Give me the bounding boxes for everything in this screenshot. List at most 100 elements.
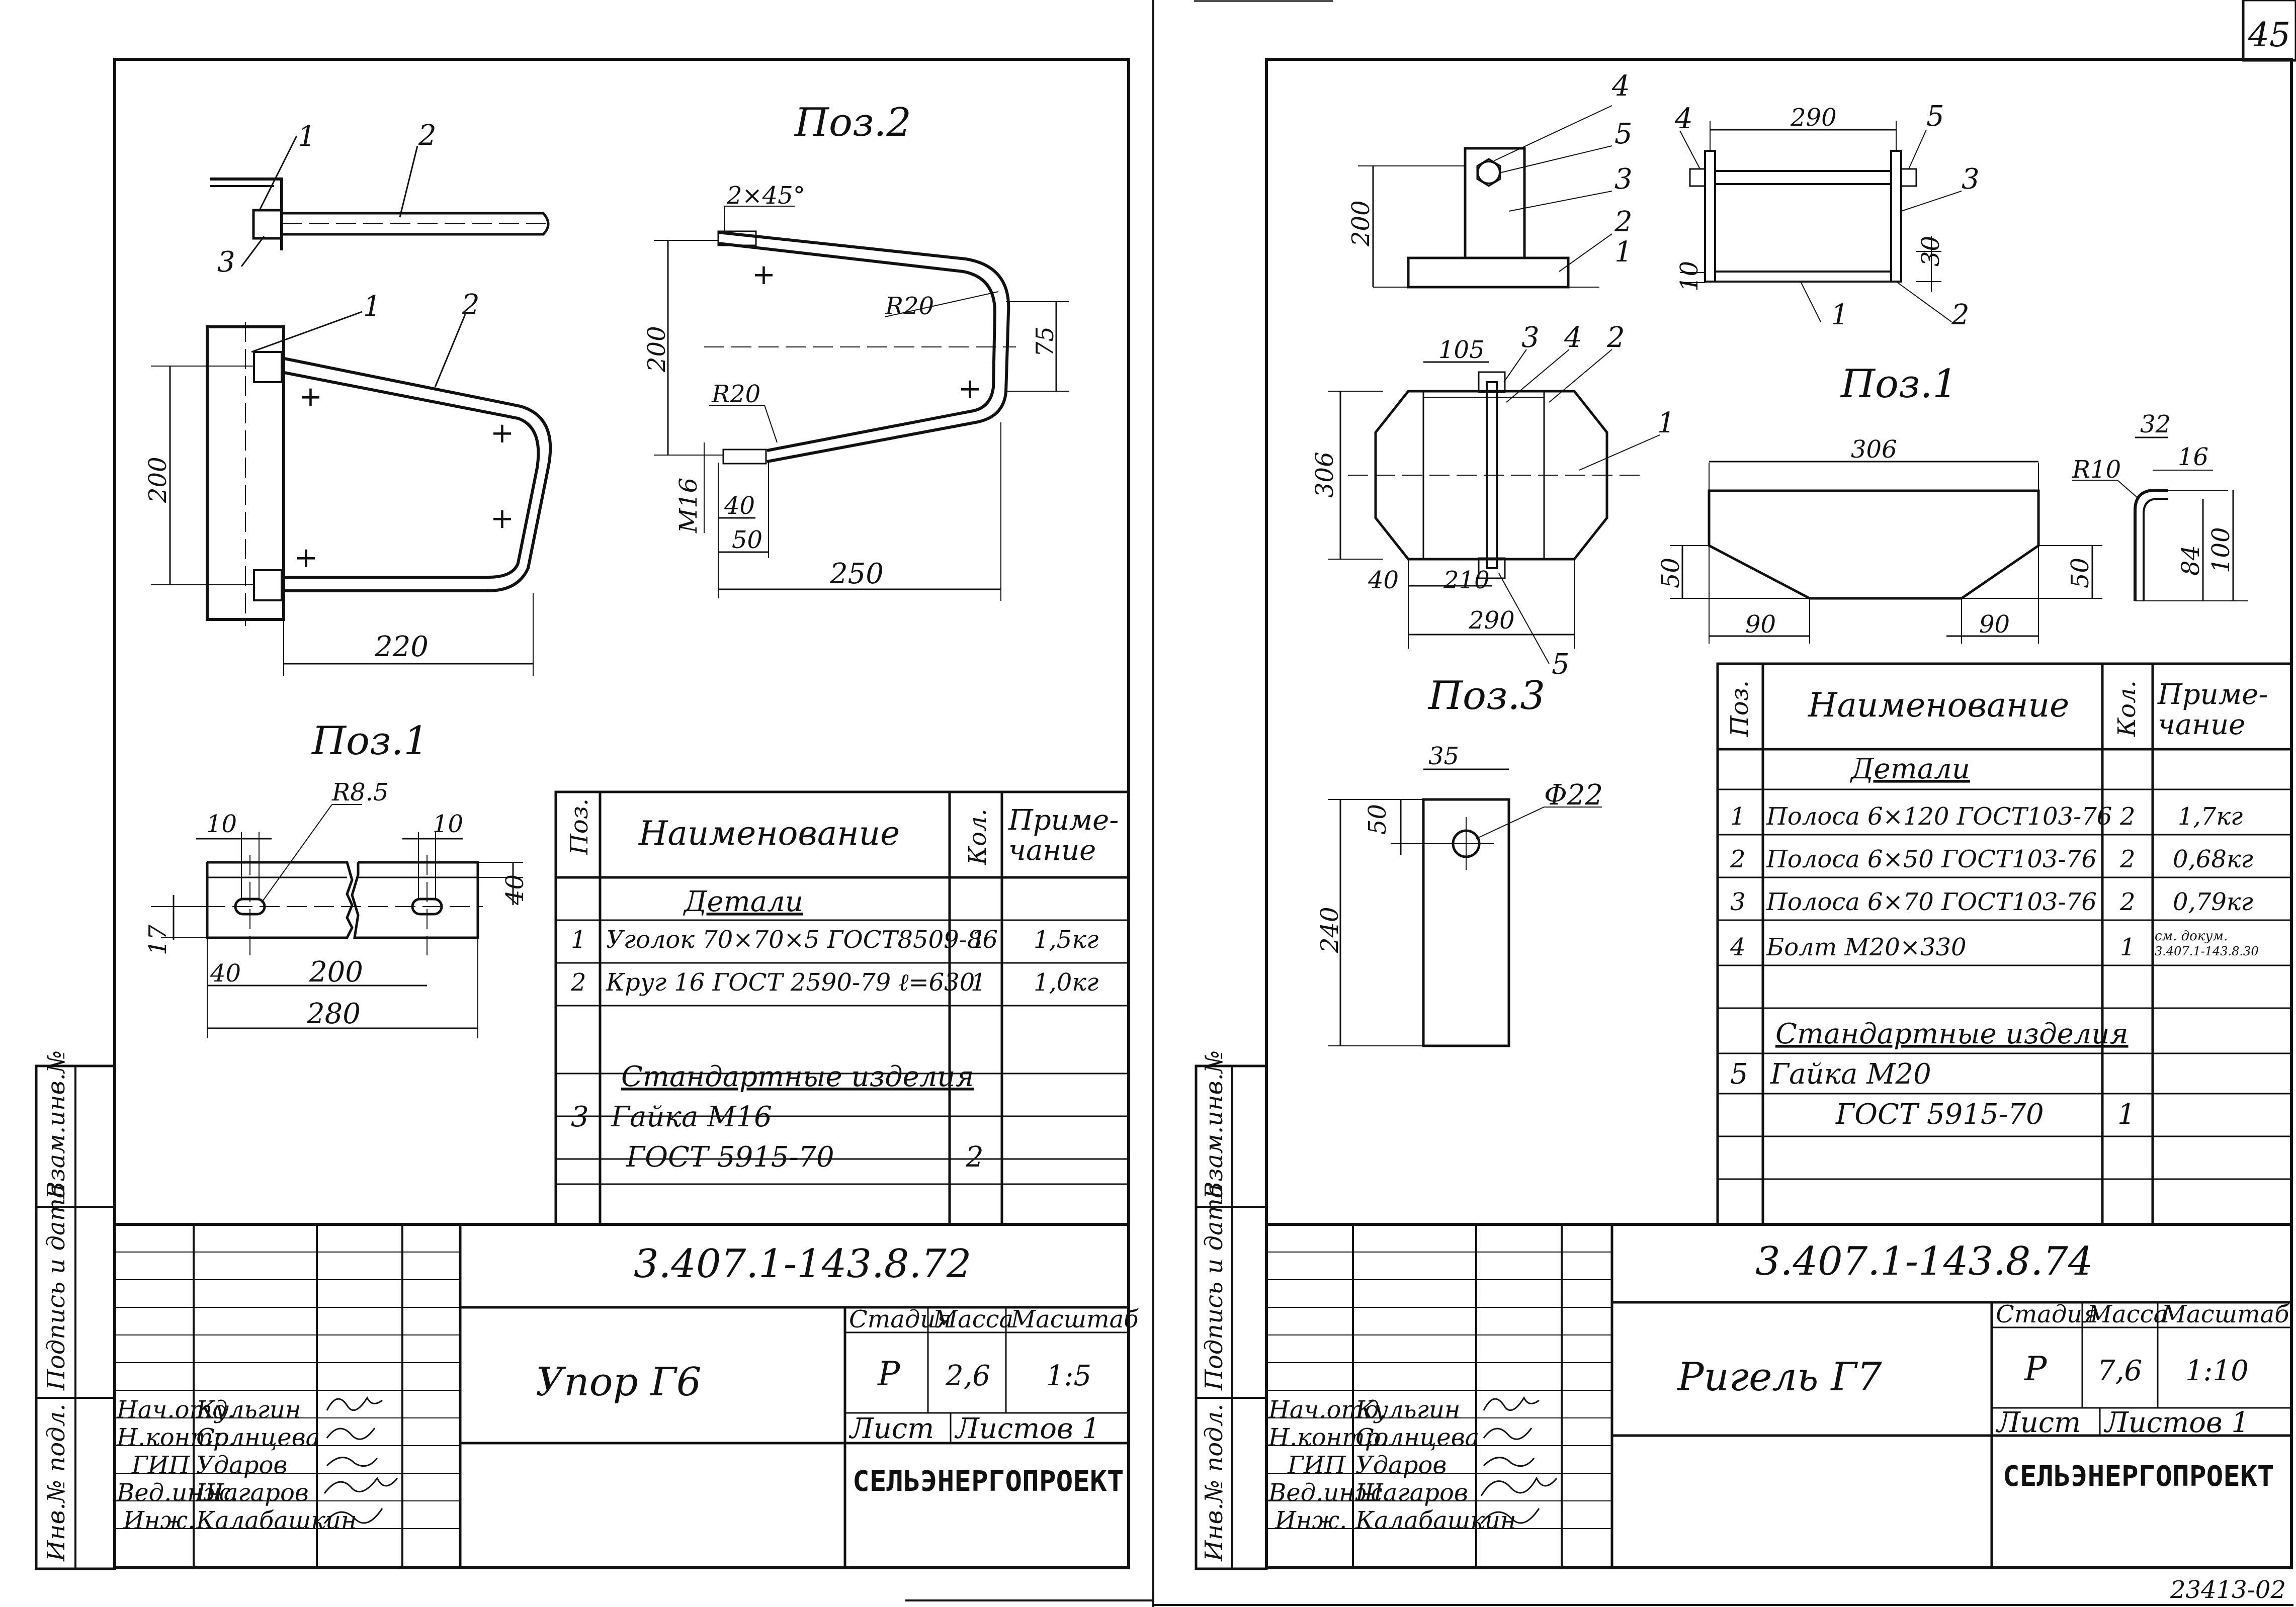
right-side-stamp: Взам.инв.№ Подпись и дата Инв.№ подл. [1195, 1050, 1268, 1570]
svg-text:Стандартные изделия: Стандартные изделия [1775, 1018, 2129, 1050]
svg-text:1: 1 [571, 926, 586, 954]
signature-2 [326, 1427, 376, 1440]
svg-text:3.407.1-143.8.30: 3.407.1-143.8.30 [2155, 944, 2259, 958]
svg-text:40: 40 [210, 959, 241, 988]
svg-text:250: 250 [829, 558, 884, 590]
svg-text:280: 280 [306, 998, 361, 1030]
svg-text:200: 200 [1347, 200, 1375, 247]
left-drawing-name: Упор Г6 [536, 1360, 702, 1405]
svg-text:40: 40 [1368, 566, 1399, 594]
svg-text:17: 17 [144, 924, 172, 955]
svg-text:Φ22: Φ22 [1544, 779, 1603, 812]
svg-text:306: 306 [1851, 435, 1897, 464]
svg-text:290: 290 [1790, 104, 1837, 132]
svg-text:50: 50 [732, 526, 762, 554]
right-title-block: 3.407.1-143.8.74 Ригель Г7 Стадия Масса … [1266, 1223, 2291, 1568]
svg-text:Р: Р [2024, 1350, 2048, 1388]
svg-text:Болт М20×330: Болт М20×330 [1766, 933, 1967, 961]
svg-text:210: 210 [1443, 566, 1490, 594]
svg-text:3: 3 [1730, 888, 1746, 916]
svg-text:240: 240 [1316, 907, 1344, 953]
svg-text:Полоса 6×120 ГОСТ103-76: Полоса 6×120 ГОСТ103-76 [1766, 802, 2112, 831]
svg-text:2: 2 [1951, 299, 1970, 331]
svg-text:Круг 16 ГОСТ 2590-79 ℓ=630: Круг 16 ГОСТ 2590-79 ℓ=630 [606, 968, 975, 997]
svg-text:0,79кг: 0,79кг [2173, 888, 2253, 916]
svg-text:2: 2 [1606, 321, 1625, 354]
svg-text:100: 100 [2207, 527, 2235, 573]
svg-text:3: 3 [1521, 321, 1540, 354]
signature-8 [1483, 1457, 1535, 1467]
svg-text:4: 4 [1611, 70, 1630, 103]
svg-text:1: 1 [2120, 933, 2136, 961]
svg-text:50: 50 [1364, 804, 1392, 835]
svg-text:Полоса 6×50 ГОСТ103-76: Полоса 6×50 ГОСТ103-76 [1766, 845, 2097, 873]
stamp-vzam-right: Взам.инв.№ [1200, 1050, 1228, 1200]
svg-text:75: 75 [1031, 326, 1059, 357]
svg-text:30: 30 [1917, 236, 1945, 266]
svg-text:1: 1 [298, 120, 316, 153]
svg-text:Ударов: Ударов [196, 1451, 287, 1479]
svg-text:Кульгин: Кульгин [196, 1396, 301, 1424]
svg-text:2: 2 [2119, 802, 2136, 831]
svg-text:1: 1 [971, 926, 986, 954]
svg-text:Гайка М20: Гайка М20 [1770, 1058, 1931, 1091]
svg-text:Стандартные изделия: Стандартные изделия [621, 1060, 974, 1093]
svg-text:+: + [490, 502, 514, 535]
svg-text:Стадия: Стадия [1996, 1300, 2098, 1328]
svg-text:2: 2 [1614, 206, 1633, 238]
right-plan-view: 306 105 3 4 2 1 40 210 290 5 Поз.3 [1311, 321, 1675, 719]
svg-text:R20: R20 [885, 292, 934, 320]
svg-text:2: 2 [965, 1141, 984, 1174]
left-angle-detail: R8.5 10 10 40 17 40 200 [144, 778, 529, 1038]
right-drawing-name: Ригель Г7 [1676, 1355, 1882, 1400]
svg-text:Стадия: Стадия [849, 1305, 952, 1333]
svg-text:1:5: 1:5 [1046, 1360, 1091, 1392]
svg-text:Масса: Масса [2087, 1300, 2168, 1328]
svg-text:1: 1 [1614, 236, 1633, 269]
svg-text:5: 5 [1552, 648, 1570, 681]
svg-text:90: 90 [1979, 610, 2010, 639]
signature-9 [1480, 1476, 1558, 1496]
svg-text:1:10: 1:10 [2185, 1355, 2249, 1387]
svg-text:10: 10 [206, 810, 237, 838]
svg-text:220: 220 [374, 631, 429, 663]
svg-text:200: 200 [309, 956, 363, 989]
svg-text:+: + [958, 373, 982, 405]
svg-text:+: + [299, 381, 322, 413]
stamp-podpis-right: Подпись и дата [1200, 1184, 1228, 1391]
svg-text:90: 90 [1745, 610, 1776, 639]
svg-text:2: 2 [1730, 845, 1746, 873]
svg-text:Кол.: Кол. [964, 809, 992, 865]
svg-text:Детали: Детали [683, 885, 803, 918]
svg-text:СЕЛЬЭНЕРГОПРОЕКТ: СЕЛЬЭНЕРГОПРОЕКТ [2003, 1460, 2274, 1493]
left-sheet: Взам.инв.№ Подпись и дата Инв.№ подл. 1 … [35, 58, 1139, 1570]
left-side-stamp: Взам.инв.№ Подпись и дата Инв.№ подл. [35, 1050, 116, 1570]
right-sheet: Взам.инв.№ Подпись и дата Инв.№ подл. 20… [1195, 58, 2293, 1570]
svg-text:5: 5 [1614, 118, 1633, 150]
svg-text:1,7кг: 1,7кг [2178, 802, 2243, 831]
signature-7 [1483, 1427, 1533, 1440]
svg-text:Шагаров: Шагаров [1355, 1479, 1468, 1507]
right-poz3-title: Поз.3 [1427, 673, 1545, 719]
svg-text:Детали: Детали [1849, 753, 1970, 785]
left-poz2-title: Поз.2 [794, 100, 911, 145]
right-drawing-code: 3.407.1-143.8.74 [1755, 1239, 2093, 1284]
svg-text:2: 2 [418, 119, 437, 152]
svg-text:Вед.инж.: Вед.инж. [1268, 1479, 1390, 1507]
left-poz2-view: Поз.2 + + 2×45° R20 R20 200 [643, 100, 1069, 601]
svg-text:16: 16 [2178, 443, 2208, 471]
svg-text:290: 290 [1468, 606, 1515, 635]
svg-text:Листов 1: Листов 1 [954, 1412, 1100, 1445]
left-drawing-code: 3.407.1-143.8.72 [634, 1241, 971, 1287]
right-poz3-plate: 35 Φ22 50 240 [1316, 742, 1603, 1047]
svg-text:Наименование: Наименование [1808, 686, 2069, 725]
svg-text:Калабашкин: Калабашкин [196, 1506, 357, 1535]
svg-text:Лист: Лист [848, 1412, 934, 1445]
svg-text:1: 1 [363, 290, 381, 323]
svg-text:105: 105 [1438, 336, 1485, 364]
svg-text:1,0кг: 1,0кг [1034, 968, 1098, 997]
svg-text:10: 10 [433, 810, 463, 838]
svg-text:R8.5: R8.5 [331, 778, 388, 807]
svg-text:Шагаров: Шагаров [196, 1479, 309, 1507]
